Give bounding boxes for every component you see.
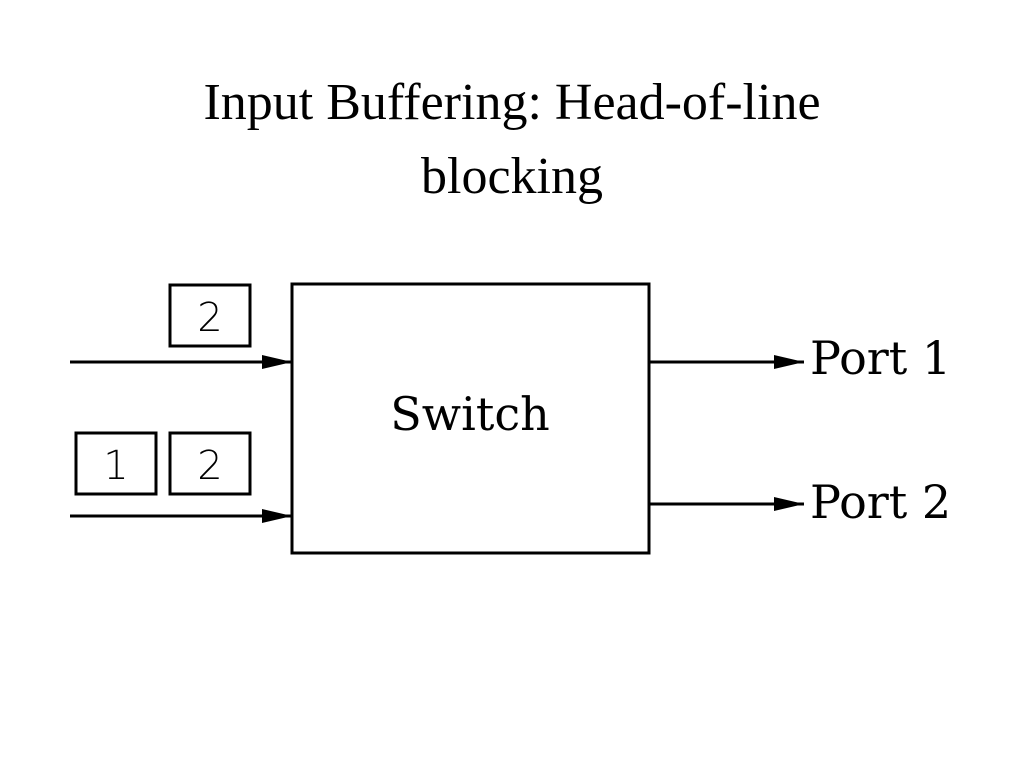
switch-box <box>290 282 651 555</box>
title-line-2: blocking <box>421 148 603 205</box>
input-2-packet-1-box <box>74 431 158 496</box>
input-1-packet-1-box <box>168 283 252 348</box>
slide-title: Input Buffering: Head-of-line blocking <box>0 66 1024 214</box>
input-1-packet-1-label: 2 <box>197 295 222 341</box>
output-port-1-label: Port 1 <box>810 331 951 385</box>
input-2-packet-2-label: 2 <box>197 443 222 489</box>
output-port-2-label: Port 2 <box>810 475 951 529</box>
input-2-packet-1-label: 1 <box>103 443 128 489</box>
title-line-1: Input Buffering: Head-of-line <box>203 74 821 131</box>
input-2-packet-2-box <box>168 431 252 496</box>
switch-label: Switch <box>390 387 549 441</box>
